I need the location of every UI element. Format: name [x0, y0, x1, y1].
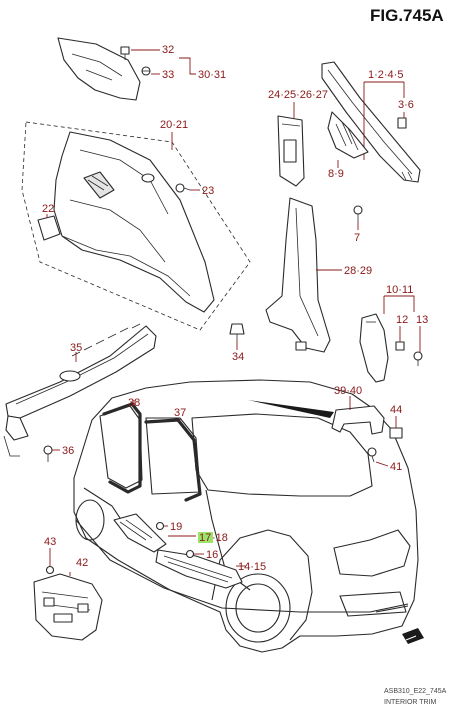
callout-1-2-4-5: 1·2·4·5: [368, 69, 403, 81]
screw-43: [45, 565, 55, 575]
callout-24-25-26-27: 24·25·26·27: [268, 89, 328, 101]
clip-3-6: [397, 117, 407, 129]
leader-41: [375, 461, 389, 467]
front-pillar-trim: [321, 61, 421, 183]
rear-sill-plate: [3, 323, 157, 457]
quarter-upper-trim: [57, 37, 141, 101]
screw-19: [155, 521, 165, 531]
callout-20-21: 20·21: [160, 119, 188, 131]
cap-44: [389, 427, 403, 439]
screw-41: [367, 447, 377, 463]
callout-17: 17: [199, 532, 211, 544]
figure-caption: INTERIOR TRIM: [384, 699, 437, 706]
scuff-plate: [155, 549, 243, 589]
lower-trim-10-11: [359, 313, 389, 383]
callout-43: 43: [44, 536, 56, 548]
clip-36: [43, 445, 53, 462]
callout-28-29: 28·29: [344, 265, 372, 277]
clip-34: [229, 323, 245, 340]
car-outline: [73, 379, 419, 653]
front-arrow-icon: [402, 628, 424, 644]
figure-code: ASB310_E22_745A: [384, 688, 447, 695]
screw-7: [353, 205, 363, 222]
highlight-17: [198, 532, 213, 543]
callout-14-15: 14·15: [238, 561, 266, 573]
screw-33: [141, 66, 151, 76]
clip-12: [395, 341, 405, 351]
roof-pointer: [248, 400, 334, 418]
screw-16: [185, 549, 195, 559]
callout-23: 23: [202, 185, 214, 197]
callout-36: 36: [62, 445, 74, 457]
callout-34: 34: [232, 351, 244, 363]
callout-18: ·18: [212, 532, 228, 544]
callout-32: 32: [162, 44, 174, 56]
triangle-trim: [327, 111, 369, 159]
front-sill-plate: [113, 513, 167, 553]
callout-37: 37: [174, 407, 186, 419]
callout-7: 7: [354, 232, 360, 244]
cover-22: [37, 215, 61, 241]
callout-3-6: 3·6: [398, 99, 414, 111]
center-pillar-upper: [277, 115, 305, 187]
callout-22: 22: [42, 203, 54, 215]
callout-30-31: 30·31: [198, 69, 226, 81]
screw-23: [175, 183, 191, 193]
callout-39-40: 39·40: [334, 385, 362, 397]
leader-3031: [179, 57, 196, 75]
figure-title: FIG.745A: [370, 6, 444, 25]
leader-1011: [384, 295, 415, 312]
quarter-lower-trim: [53, 131, 215, 313]
center-pillar-lower: [265, 197, 331, 353]
callout-13: 13: [416, 314, 428, 326]
callout-42: 42: [76, 557, 88, 569]
seal-38: [102, 402, 142, 494]
callout-38: 38: [128, 397, 140, 409]
assist-grip: [331, 405, 385, 435]
callout-8-9: 8·9: [328, 168, 344, 180]
clip-fastener-32: [120, 46, 130, 60]
callout-44: 44: [390, 404, 402, 416]
door-step-trim: [33, 573, 103, 641]
callout-19: 19: [170, 521, 182, 533]
callout-16: 16: [206, 549, 218, 561]
seal-37: [144, 418, 202, 502]
callout-35: 35: [70, 342, 82, 354]
callout-10-11: 10·11: [386, 284, 413, 296]
callout-12: 12: [396, 314, 408, 326]
screw-13: [413, 351, 423, 366]
callout-41: 41: [390, 461, 402, 473]
callout-33: 33: [162, 69, 174, 81]
